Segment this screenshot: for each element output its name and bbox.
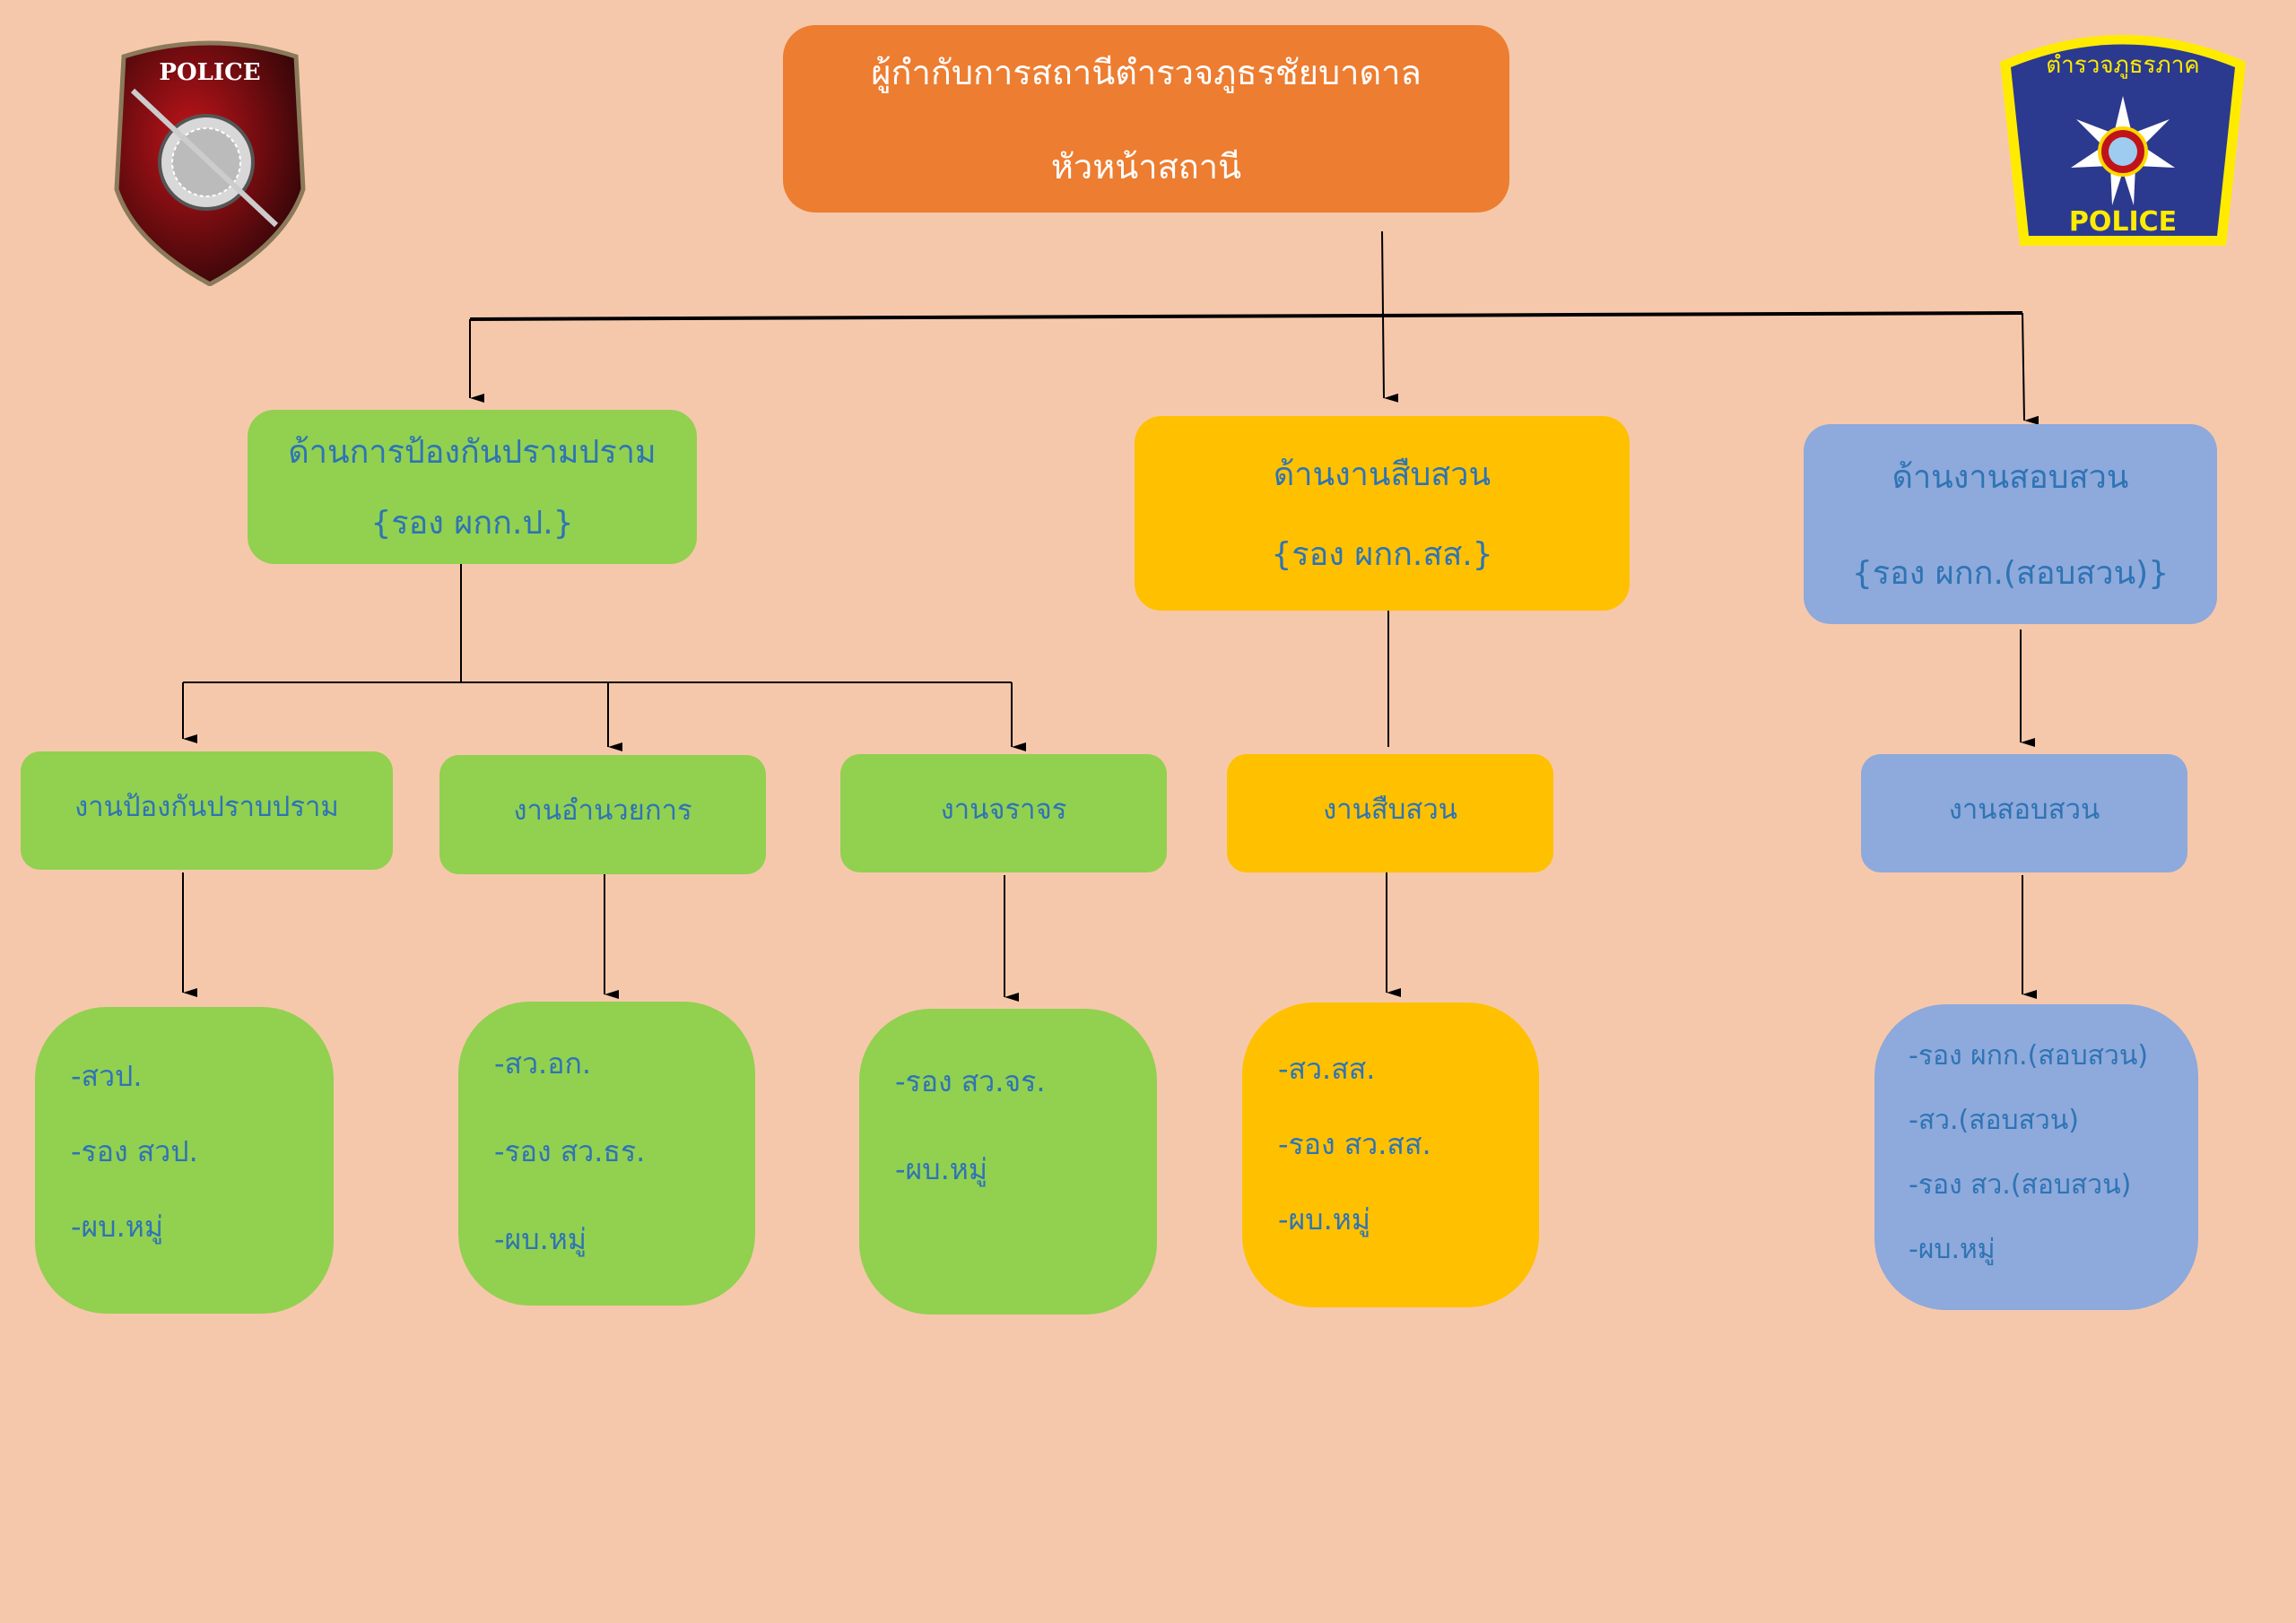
staff-box: -รอง สว.จร. -ผบ.หมู่ [859, 1009, 1157, 1315]
staff-item: -รอง สว.(สอบสวน) [1909, 1169, 2132, 1201]
staff-item: -รอง สว.ธร. [494, 1134, 646, 1168]
division-title: ด้านงานสอบสวน [1892, 458, 2129, 496]
main-horizontal-line [469, 311, 2023, 321]
unit-box: งานสืบสวน [1227, 754, 1553, 872]
staff-item: -ผบ.หมู่ [1909, 1234, 1996, 1265]
staff-item: -รอง สว.จร. [895, 1064, 1046, 1098]
staff-box: -รอง ผกก.(สอบสวน) -สว.(สอบสวน) -รอง สว.(… [1874, 1004, 2198, 1310]
unit-label: งานสืบสวน [1323, 794, 1457, 826]
staff-item: -สว.อก. [494, 1046, 591, 1081]
division-title: ด้านการป้องกันปรามปราม [288, 434, 657, 471]
staff-box: -สว.อก. -รอง สว.ธร. -ผบ.หมู่ [458, 1002, 755, 1306]
division-title: ด้านงานสืบสวน [1273, 456, 1492, 493]
staff-item: -สว.(สอบสวน) [1909, 1105, 2079, 1136]
unit-label: งานสอบสวน [1948, 794, 2100, 826]
staff-item: -สว.สส. [1278, 1052, 1376, 1086]
unit-label: งานป้องกันปราบปราม [74, 791, 339, 823]
staff-item: -ผบ.หมู่ [1278, 1202, 1370, 1237]
station-chief-box: ผู้กำกับการสถานีตำรวจภูธรชัยบาดาล หัวหน้… [783, 25, 1509, 213]
division-subtitle: {รอง ผกก.(สอบสวน)} [1851, 554, 2170, 592]
unit-label: งานจราจร [940, 794, 1067, 826]
division-investigation: ด้านงานสืบสวน {รอง ผกก.สส.} [1135, 416, 1630, 611]
division-subtitle: {รอง ผกก.สส.} [1271, 535, 1493, 573]
chief-title: ผู้กำกับการสถานีตำรวจภูธรชัยบาดาล [871, 52, 1422, 92]
staff-item: -รอง ผกก.(สอบสวน) [1909, 1040, 2149, 1072]
division-prevention: ด้านการป้องกันปรามปราม {รอง ผกก.ป.} [248, 410, 697, 564]
staff-box: -สวป. -รอง สวป. -ผบ.หมู่ [35, 1007, 334, 1314]
star-emblem-icon [2071, 96, 2175, 205]
unit-label: งานอำนวยการ [513, 794, 692, 827]
chief-role: หัวหน้าสถานี [1050, 146, 1242, 187]
staff-item: -ผบ.หมู่ [71, 1210, 163, 1244]
arrow-to-investigation [1381, 230, 1399, 403]
staff-item: -รอง สวป. [71, 1134, 198, 1168]
svg-text:POLICE: POLICE [2069, 206, 2177, 238]
arrow-to-inquiry [2022, 312, 2039, 425]
provincial-police-region-1-logo: ตำรวจภูธรภาค POLICE [2000, 35, 2246, 246]
svg-text:POLICE: POLICE [159, 59, 260, 86]
division-inquiry: ด้านงานสอบสวน {รอง ผกก.(สอบสวน)} [1804, 424, 2217, 624]
unit-box: งานสอบสวน [1861, 754, 2187, 872]
staff-item: -รอง สว.สส. [1278, 1127, 1431, 1161]
staff-item: -ผบ.หมู่ [494, 1222, 587, 1256]
staff-box: -สว.สส. -รอง สว.สส. -ผบ.หมู่ [1242, 1002, 1539, 1307]
unit-box: งานจราจร [840, 754, 1167, 872]
police-station-logo: POLICE [114, 40, 306, 286]
unit-box: งานอำนวยการ [439, 755, 766, 874]
division-subtitle: {รอง ผกก.ป.} [370, 505, 574, 542]
staff-item: -สวป. [71, 1059, 143, 1093]
unit-box: งานป้องกันปราบปราม [21, 751, 393, 870]
svg-text:ตำรวจภูธรภาค: ตำรวจภูธรภาค [2046, 52, 2199, 79]
staff-item: -ผบ.หมู่ [895, 1152, 987, 1186]
